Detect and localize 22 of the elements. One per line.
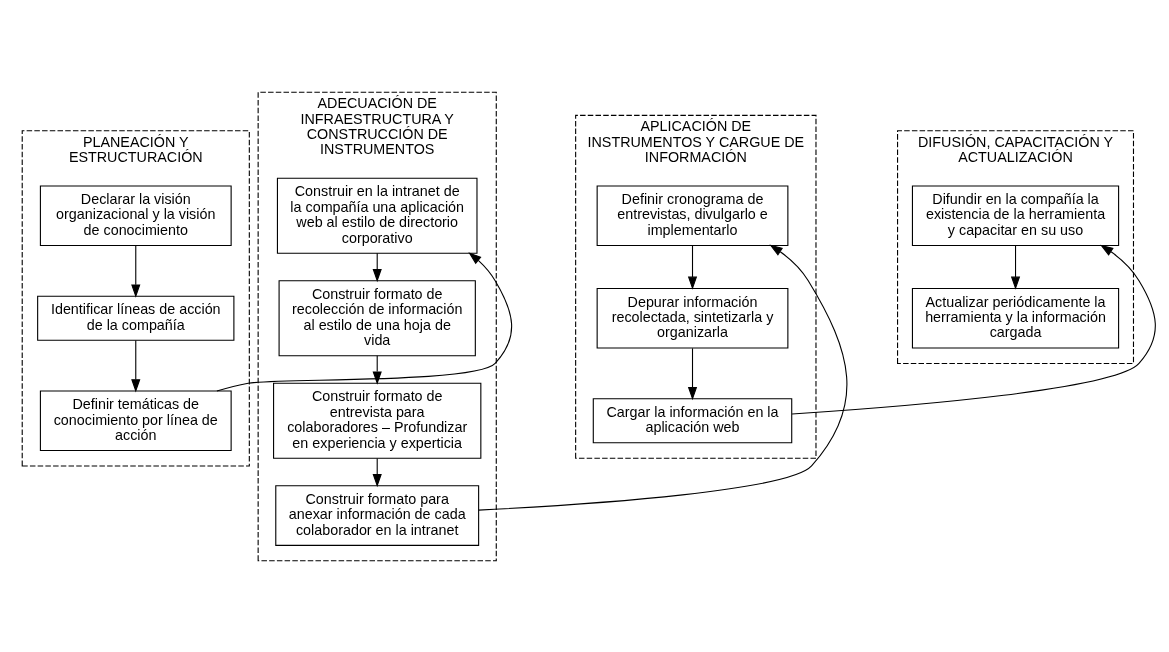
node-box: Construir formato de entrevista para colaboradores – Profundizar en experiencia y experticia [273,382,482,459]
arrow [372,457,382,487]
node-box: Construir formato para anexar información de cada colaborador en la intranet [275,484,480,546]
node-box: Difundir en la compañía la existencia de la herramienta y capacitar en su uso [911,184,1120,246]
node-box: Identificar líneas de acción de la compañía [37,295,235,341]
arrow [791,244,1156,415]
arrow [131,339,141,392]
arrow [687,244,698,290]
node-box: Depurar información recolectada, sintetizarla y organizarla [596,287,789,349]
node-box: Definir cronograma de entrevistas, divulgarlo e implementarlo [596,184,789,246]
node-box: Actualizar periódicamente la herramienta y la información cargada [911,287,1120,349]
arrow [478,244,848,511]
arrow [687,347,698,400]
arrow [1010,244,1021,290]
arrow [372,252,382,282]
arrow [216,251,513,391]
node-box: Cargar la información en la aplicación web [592,397,793,443]
arrow [131,244,141,298]
node-box: Construir formato de recolección de información al estilo de una hoja de vida [278,279,476,356]
node-box: Definir temáticas de conocimiento por línea de acción [39,389,232,451]
node-box: Construir en la intranet de la compañía una aplicación web al estilo de directorio corporativo [276,177,478,254]
node-box: Declarar la visión organizacional y la visión de conocimiento [39,184,232,246]
